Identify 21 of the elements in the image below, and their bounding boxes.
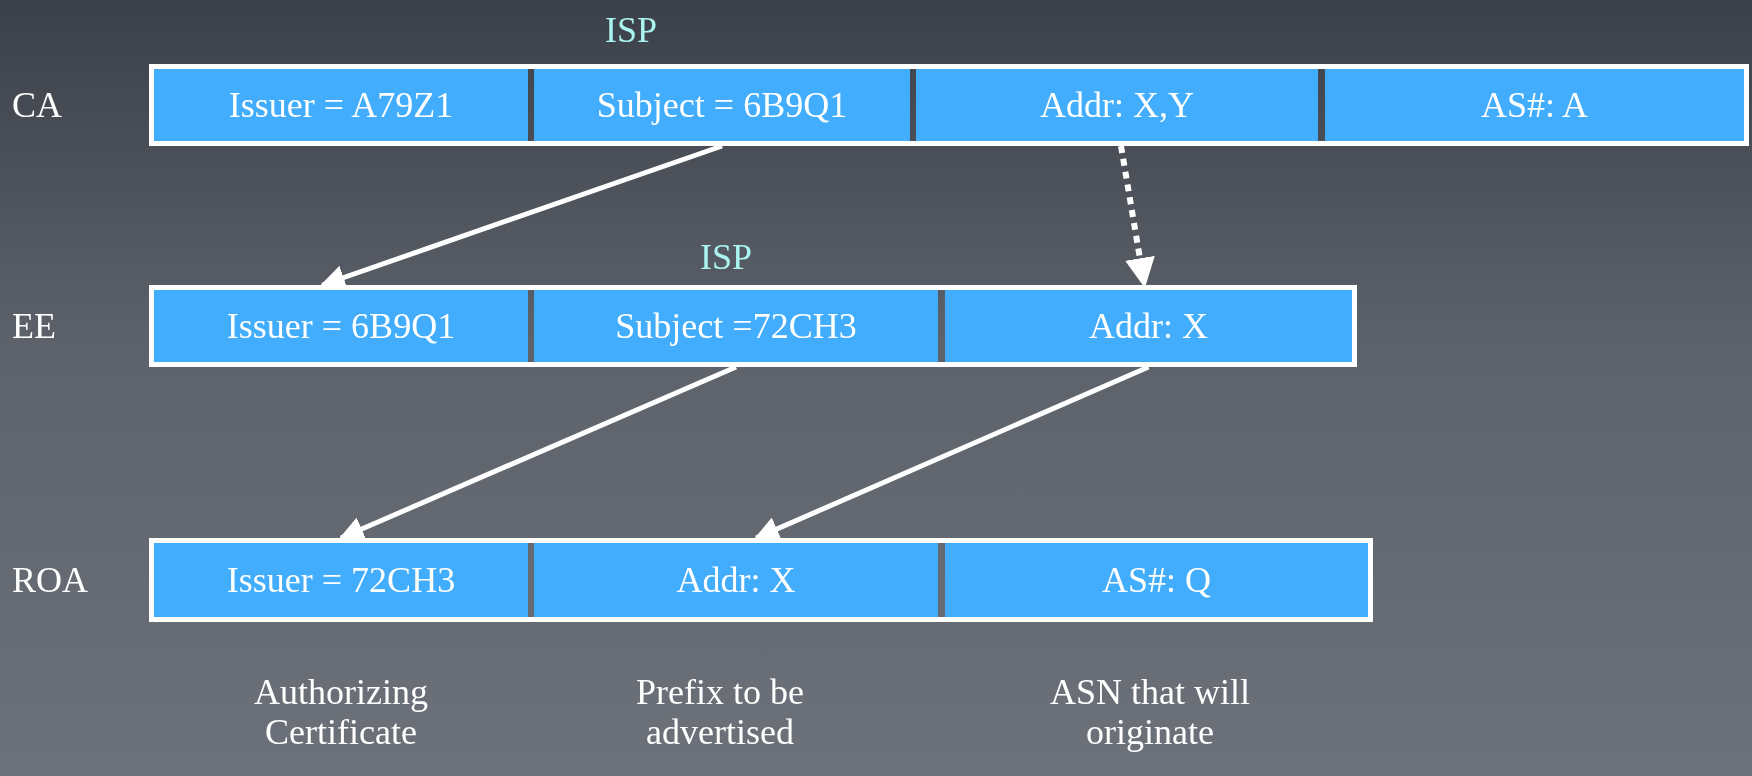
field-cell: Addr: X [945, 290, 1352, 362]
field-cell: Subject = 6B9Q1 [534, 69, 910, 141]
field-caption: Prefix to be advertised [635, 672, 805, 752]
field-caption: Authorizing Certificate [253, 672, 429, 752]
field-cell: AS#: A [1325, 69, 1744, 141]
group-label: ISP [699, 237, 753, 277]
arrow [753, 364, 1150, 541]
arrow [338, 364, 737, 541]
group-label: ISP [604, 10, 658, 50]
row-label: ROA [12, 560, 88, 600]
field-caption: ASN that will originate [1049, 672, 1251, 752]
row-label: EE [12, 306, 56, 346]
field-cell: Issuer = 6B9Q1 [154, 290, 528, 362]
field-cell: Issuer = A79Z1 [154, 69, 528, 141]
field-cell: Addr: X [534, 543, 938, 617]
field-cell: Addr: X,Y [916, 69, 1318, 141]
row-label: CA [12, 85, 62, 125]
field-cell: Issuer = 72CH3 [154, 543, 528, 617]
field-cell: Subject =72CH3 [534, 290, 938, 362]
field-cell: AS#: Q [945, 543, 1368, 617]
arrow [1118, 145, 1155, 288]
